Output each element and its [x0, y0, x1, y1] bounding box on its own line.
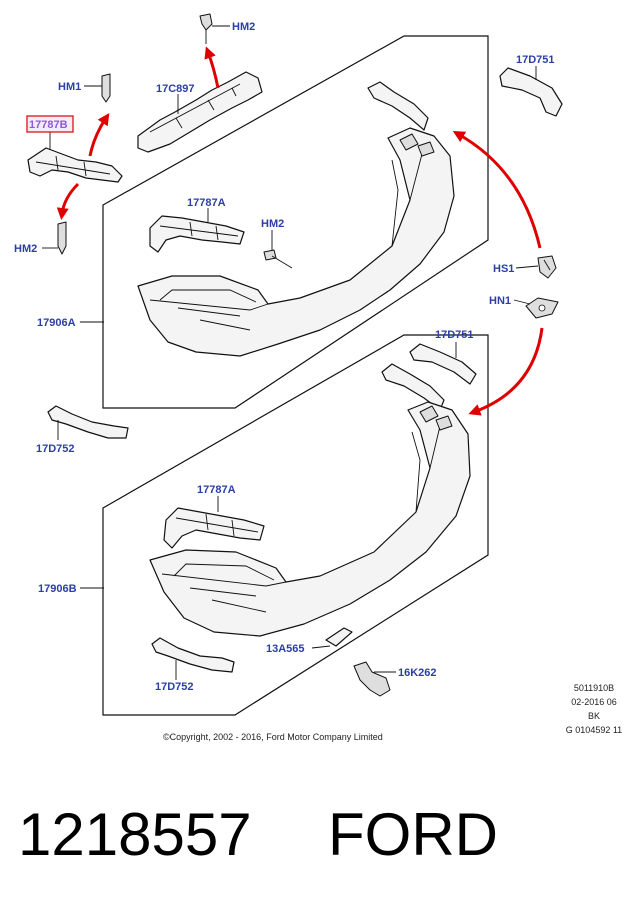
callout-hs1: HS1	[493, 263, 514, 275]
strip-17d752-outer	[47, 405, 129, 439]
copyright-notice: ©Copyright, 2002 - 2016, Ford Motor Comp…	[163, 732, 383, 742]
footer-brand: FORD	[328, 801, 498, 868]
nut-hn1	[525, 297, 559, 319]
strip-17d751-outer	[499, 67, 563, 117]
arrow-hm2-left	[56, 182, 80, 220]
callout-17906a: 17906A	[37, 317, 76, 329]
fastener-hm2-left	[57, 221, 67, 255]
arrow-hm2-top	[204, 46, 220, 89]
arrow-fastener-upper	[452, 131, 542, 249]
bumper-cover-17906a	[137, 127, 455, 357]
drawing-ref-line1: 5011910B	[574, 683, 614, 693]
screw-hs1	[537, 255, 557, 279]
callout-17d752-top: 17D752	[36, 443, 75, 455]
callout-17906b: 17906B	[38, 583, 77, 595]
bracket-17787b	[27, 147, 123, 183]
arrow-fastener-lower	[468, 327, 544, 416]
footer-part-number: 1218557	[18, 801, 252, 868]
strip-17d751-lower-a	[409, 343, 477, 385]
bracket-17787a-upper	[149, 215, 245, 253]
reflector-13a565	[325, 627, 353, 647]
callout-13a565: 13A565	[266, 643, 305, 655]
fastener-hm1	[101, 73, 111, 103]
fastener-hm2-mid	[263, 249, 293, 269]
bracket-17787a-lower	[163, 507, 265, 549]
callout-17787a-lower: 17787A	[197, 484, 236, 496]
bracket-17c897	[137, 71, 263, 153]
bumper-cover-17906b	[149, 401, 471, 637]
callout-hm2-left: HM2	[14, 243, 37, 255]
strip-17d751-inside-upper	[367, 81, 429, 131]
drawing-ref-line4: G 0104592 11	[566, 725, 622, 735]
callout-17787a-upper: 17787A	[187, 197, 226, 209]
callout-hm1: HM1	[58, 81, 81, 93]
callout-hm2-top: HM2	[232, 21, 255, 33]
callout-17787b-highlight-box	[26, 115, 74, 133]
callout-17d751-bottom: 17D751	[435, 329, 474, 341]
strip-17d752-lower	[151, 637, 235, 673]
callout-hm2-mid: HM2	[261, 218, 284, 230]
callout-hn1: HN1	[489, 295, 511, 307]
callout-17d751-top: 17D751	[516, 54, 555, 66]
strip-17d751-lower-b	[381, 363, 445, 411]
clip-16k262	[353, 661, 391, 697]
callout-16k262: 16K262	[398, 667, 437, 679]
callout-17787b: 17787B	[29, 119, 68, 131]
fastener-hm2-top	[199, 13, 213, 44]
assembly-frame-lower	[102, 334, 489, 716]
drawing-ref-line2: 02-2016 06	[571, 697, 617, 707]
arrow-hm1	[88, 113, 110, 157]
drawing-ref-line3: BK	[588, 711, 600, 721]
callout-17c897: 17C897	[156, 83, 195, 95]
callout-17d752-bottom: 17D752	[155, 681, 194, 693]
assembly-frame-upper	[102, 35, 489, 409]
